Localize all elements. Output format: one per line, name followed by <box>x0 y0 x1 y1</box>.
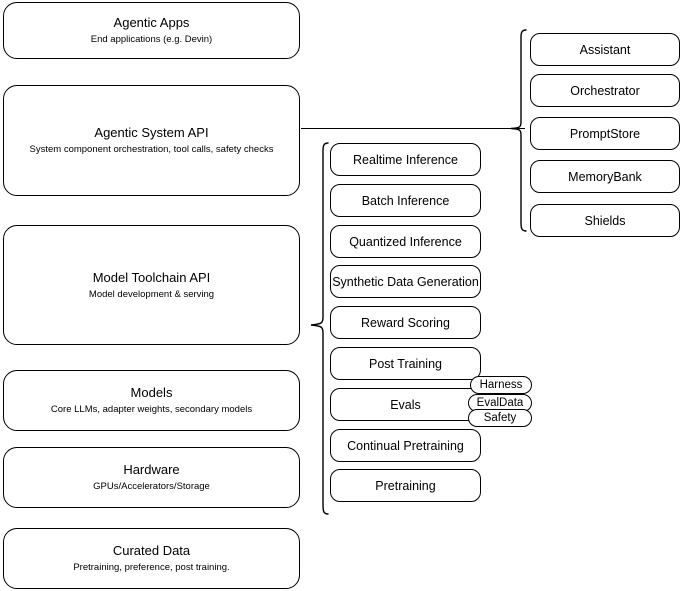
layer-title: Hardware <box>123 462 180 477</box>
capability-quantized-inference[interactable]: Quantized Inference <box>330 225 481 258</box>
agentic-component-orchestrator[interactable]: Orchestrator <box>530 74 680 107</box>
capability-label: Post Training <box>369 356 442 371</box>
eval-subcomponent-label: EvalData <box>476 396 524 409</box>
layer-models[interactable]: Models Core LLMs, adapter weights, secon… <box>3 370 300 431</box>
layer-subtitle: Model development & serving <box>88 288 215 300</box>
capability-synthetic-data-generation[interactable]: Synthetic Data Generation <box>330 265 481 298</box>
agentic-component-assistant[interactable]: Assistant <box>530 33 680 66</box>
layer-title: Agentic Apps <box>113 15 190 30</box>
connector-agentic-system-to-components <box>301 128 525 130</box>
agentic-component-label: Orchestrator <box>570 83 640 98</box>
capability-label: Reward Scoring <box>361 315 450 330</box>
layer-title: Curated Data <box>112 543 191 558</box>
layer-subtitle: Core LLMs, adapter weights, secondary mo… <box>50 404 253 415</box>
layer-agentic-system-api[interactable]: Agentic System API System component orch… <box>3 85 300 196</box>
eval-subcomponent-label: Harness <box>479 378 523 391</box>
capability-label: Batch Inference <box>361 193 450 208</box>
agentic-component-label: PromptStore <box>569 126 641 141</box>
eval-subcomponent-safety[interactable]: Safety <box>468 409 532 427</box>
eval-subcomponent-harness[interactable]: Harness <box>470 376 532 394</box>
layer-title: Agentic System API <box>94 125 209 140</box>
layer-subtitle: GPUs/Accelerators/Storage <box>93 481 210 492</box>
layer-model-toolchain-api[interactable]: Model Toolchain API Model development & … <box>3 225 300 345</box>
capability-batch-inference[interactable]: Batch Inference <box>330 184 481 217</box>
capability-label: Realtime Inference <box>353 152 458 167</box>
brace-toolchain-capabilities <box>308 141 330 521</box>
agentic-component-memorybank[interactable]: MemoryBank <box>530 160 680 193</box>
agentic-component-promptstore[interactable]: PromptStore <box>530 117 680 150</box>
agentic-component-label: MemoryBank <box>568 169 642 184</box>
layer-title: Model Toolchain API <box>92 269 211 285</box>
capability-realtime-inference[interactable]: Realtime Inference <box>330 143 481 176</box>
brace-agentic-components <box>508 28 528 240</box>
layer-subtitle: System component orchestration, tool cal… <box>29 144 274 155</box>
layer-curated-data[interactable]: Curated Data Pretraining, preference, po… <box>3 528 300 589</box>
eval-subcomponent-label: Safety <box>483 411 517 424</box>
capability-post-training[interactable]: Post Training <box>330 347 481 380</box>
layer-subtitle: End applications (e.g. Devin) <box>90 34 213 45</box>
capability-label: Continual Pretraining <box>347 438 464 453</box>
capability-reward-scoring[interactable]: Reward Scoring <box>330 306 481 339</box>
capability-pretraining[interactable]: Pretraining <box>330 469 481 502</box>
capability-continual-pretraining[interactable]: Continual Pretraining <box>330 429 481 462</box>
layer-hardware[interactable]: Hardware GPUs/Accelerators/Storage <box>3 447 300 508</box>
layer-subtitle: Pretraining, preference, post training. <box>73 562 230 573</box>
agentic-component-shields[interactable]: Shields <box>530 204 680 237</box>
capability-label: Pretraining <box>375 478 436 493</box>
capability-label: Synthetic Data Generation <box>332 274 479 289</box>
capability-label: Evals <box>390 397 421 412</box>
capability-label: Quantized Inference <box>349 234 462 249</box>
layer-agentic-apps[interactable]: Agentic Apps End applications (e.g. Devi… <box>3 2 300 59</box>
agentic-component-label: Shields <box>584 213 626 228</box>
layer-title: Models <box>130 385 173 400</box>
capability-evals[interactable]: Evals <box>330 388 481 421</box>
agentic-component-label: Assistant <box>579 42 631 57</box>
